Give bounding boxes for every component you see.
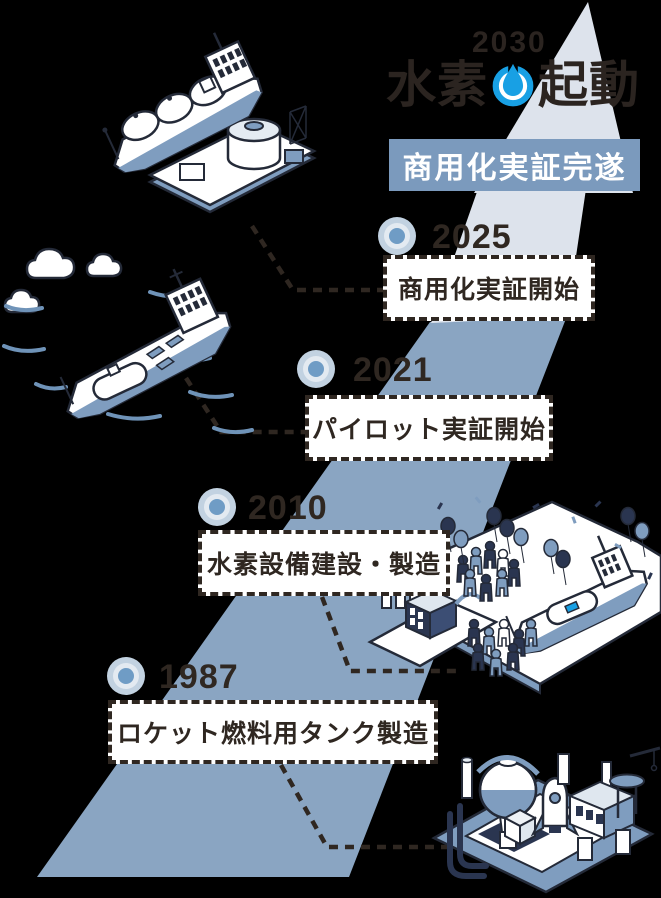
milestone-label-box: 水素設備建設・製造 [198, 530, 450, 596]
timeline-bullet-icon [297, 350, 335, 388]
logo-word-hydrogen: 水素 [386, 57, 488, 113]
cargo-ship-illustration [2, 247, 254, 435]
cargo-ship [59, 268, 232, 420]
logo: 2030 水素 起動 [386, 26, 661, 126]
milestone-year: 2025 [432, 218, 512, 256]
milestone-label: 商用化実証開始 [397, 276, 580, 304]
milestone-label-box: 商用化実証開始 [383, 255, 595, 321]
milestone-label-box: パイロット実証開始 [305, 395, 553, 461]
logo-word-startup: 起動 [538, 57, 640, 113]
tanker-ship [102, 32, 263, 174]
truss-tower-icon [289, 105, 307, 145]
launched-ship [505, 535, 648, 655]
logo-year: 2030 [472, 26, 547, 59]
rocket-icon [530, 776, 580, 837]
milestone-label: 水素設備建設・製造 [206, 551, 441, 579]
rocket-fuel-plant-illustration [431, 746, 661, 894]
timeline-bullet-icon [198, 488, 236, 526]
logo-row: 水素 起動 [386, 52, 640, 118]
clouds-icon [3, 247, 123, 314]
launch-celebration-illustration [367, 496, 661, 695]
milestone-label: パイロット実証開始 [311, 416, 546, 444]
goal-banner: 商用化実証完遂 [389, 139, 640, 191]
dock-platform [147, 105, 317, 214]
milestone-label-box: ロケット燃料用タンク製造 [108, 700, 438, 764]
timeline-bullet-icon [378, 217, 416, 255]
milestone-year: 2010 [248, 489, 328, 527]
disc-tank-and-crane [609, 746, 661, 818]
deck-hatches [145, 334, 185, 371]
timeline-bullet-icon [107, 657, 145, 695]
pipes-icon [447, 803, 489, 879]
milestone-label: ロケット燃料用タンク製造 [116, 720, 429, 748]
hydrogen-tanker-ship-illustration [102, 32, 317, 214]
cube-crate [502, 808, 538, 846]
milestone-year: 2021 [353, 351, 433, 389]
milestone-year: 1987 [159, 658, 239, 696]
goal-banner-label: 商用化実証完遂 [402, 152, 627, 185]
water-drop-power-icon [492, 62, 534, 107]
